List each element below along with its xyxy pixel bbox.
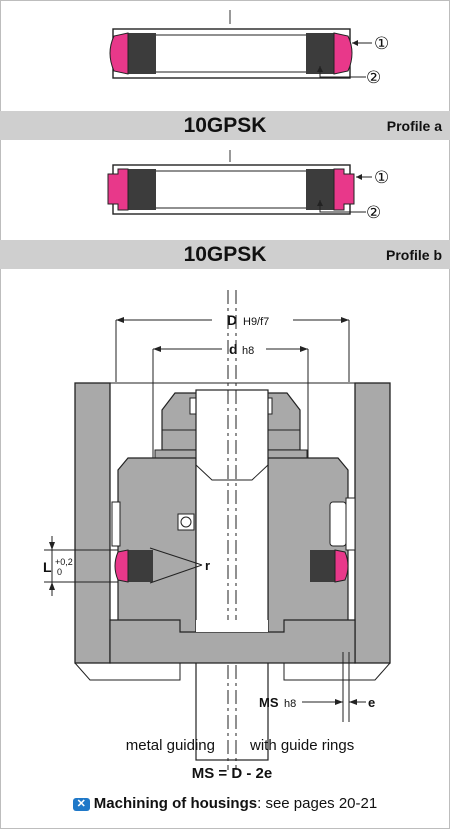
profile-a-drawing: ① ② [109, 10, 389, 87]
profile-b-code: 10GPSK [183, 243, 267, 266]
dim-e: e [368, 695, 375, 710]
dim-MS: MS [259, 695, 279, 710]
x-arrow-icon: ✕ [72, 798, 90, 811]
dim-MS-fit: h8 [284, 698, 296, 710]
dim-D-fit: H9/f7 [243, 316, 269, 328]
caption-left: metal guiding [126, 737, 215, 754]
dim-L-lower: 0 [57, 567, 62, 577]
dim-L: L [43, 559, 52, 575]
machining-note: ✕Machining of housings: see pages 20-21 [0, 795, 450, 812]
dim-D: D [227, 312, 237, 328]
dim-d: d [229, 341, 238, 357]
profile-a-label: Profile a [386, 118, 442, 134]
callout-1: ① [374, 34, 389, 53]
profile-b-drawing: ① ② [107, 150, 389, 222]
dim-L-upper: +0,2 [55, 557, 73, 567]
callout-2: ② [366, 68, 381, 87]
profile-a-code: 10GPSK [183, 114, 267, 137]
machining-rest: : see pages 20-21 [257, 795, 378, 812]
profile-a-band: 10GPSK Profile a [0, 111, 450, 140]
dim-d-fit: h8 [242, 345, 254, 357]
formula: MS = D - 2e [192, 765, 272, 782]
installation-drawing: D H9/f7 d h8 L +0,2 0 [43, 290, 391, 782]
dim-r: r [205, 558, 210, 573]
profile-b-label: Profile b [385, 247, 442, 263]
machining-bold: Machining of housings [93, 795, 258, 812]
caption-right: with guide rings [249, 737, 354, 754]
callout-1b: ① [374, 168, 389, 187]
profile-b-band: 10GPSK Profile b [0, 240, 450, 269]
callout-2b: ② [366, 203, 381, 222]
